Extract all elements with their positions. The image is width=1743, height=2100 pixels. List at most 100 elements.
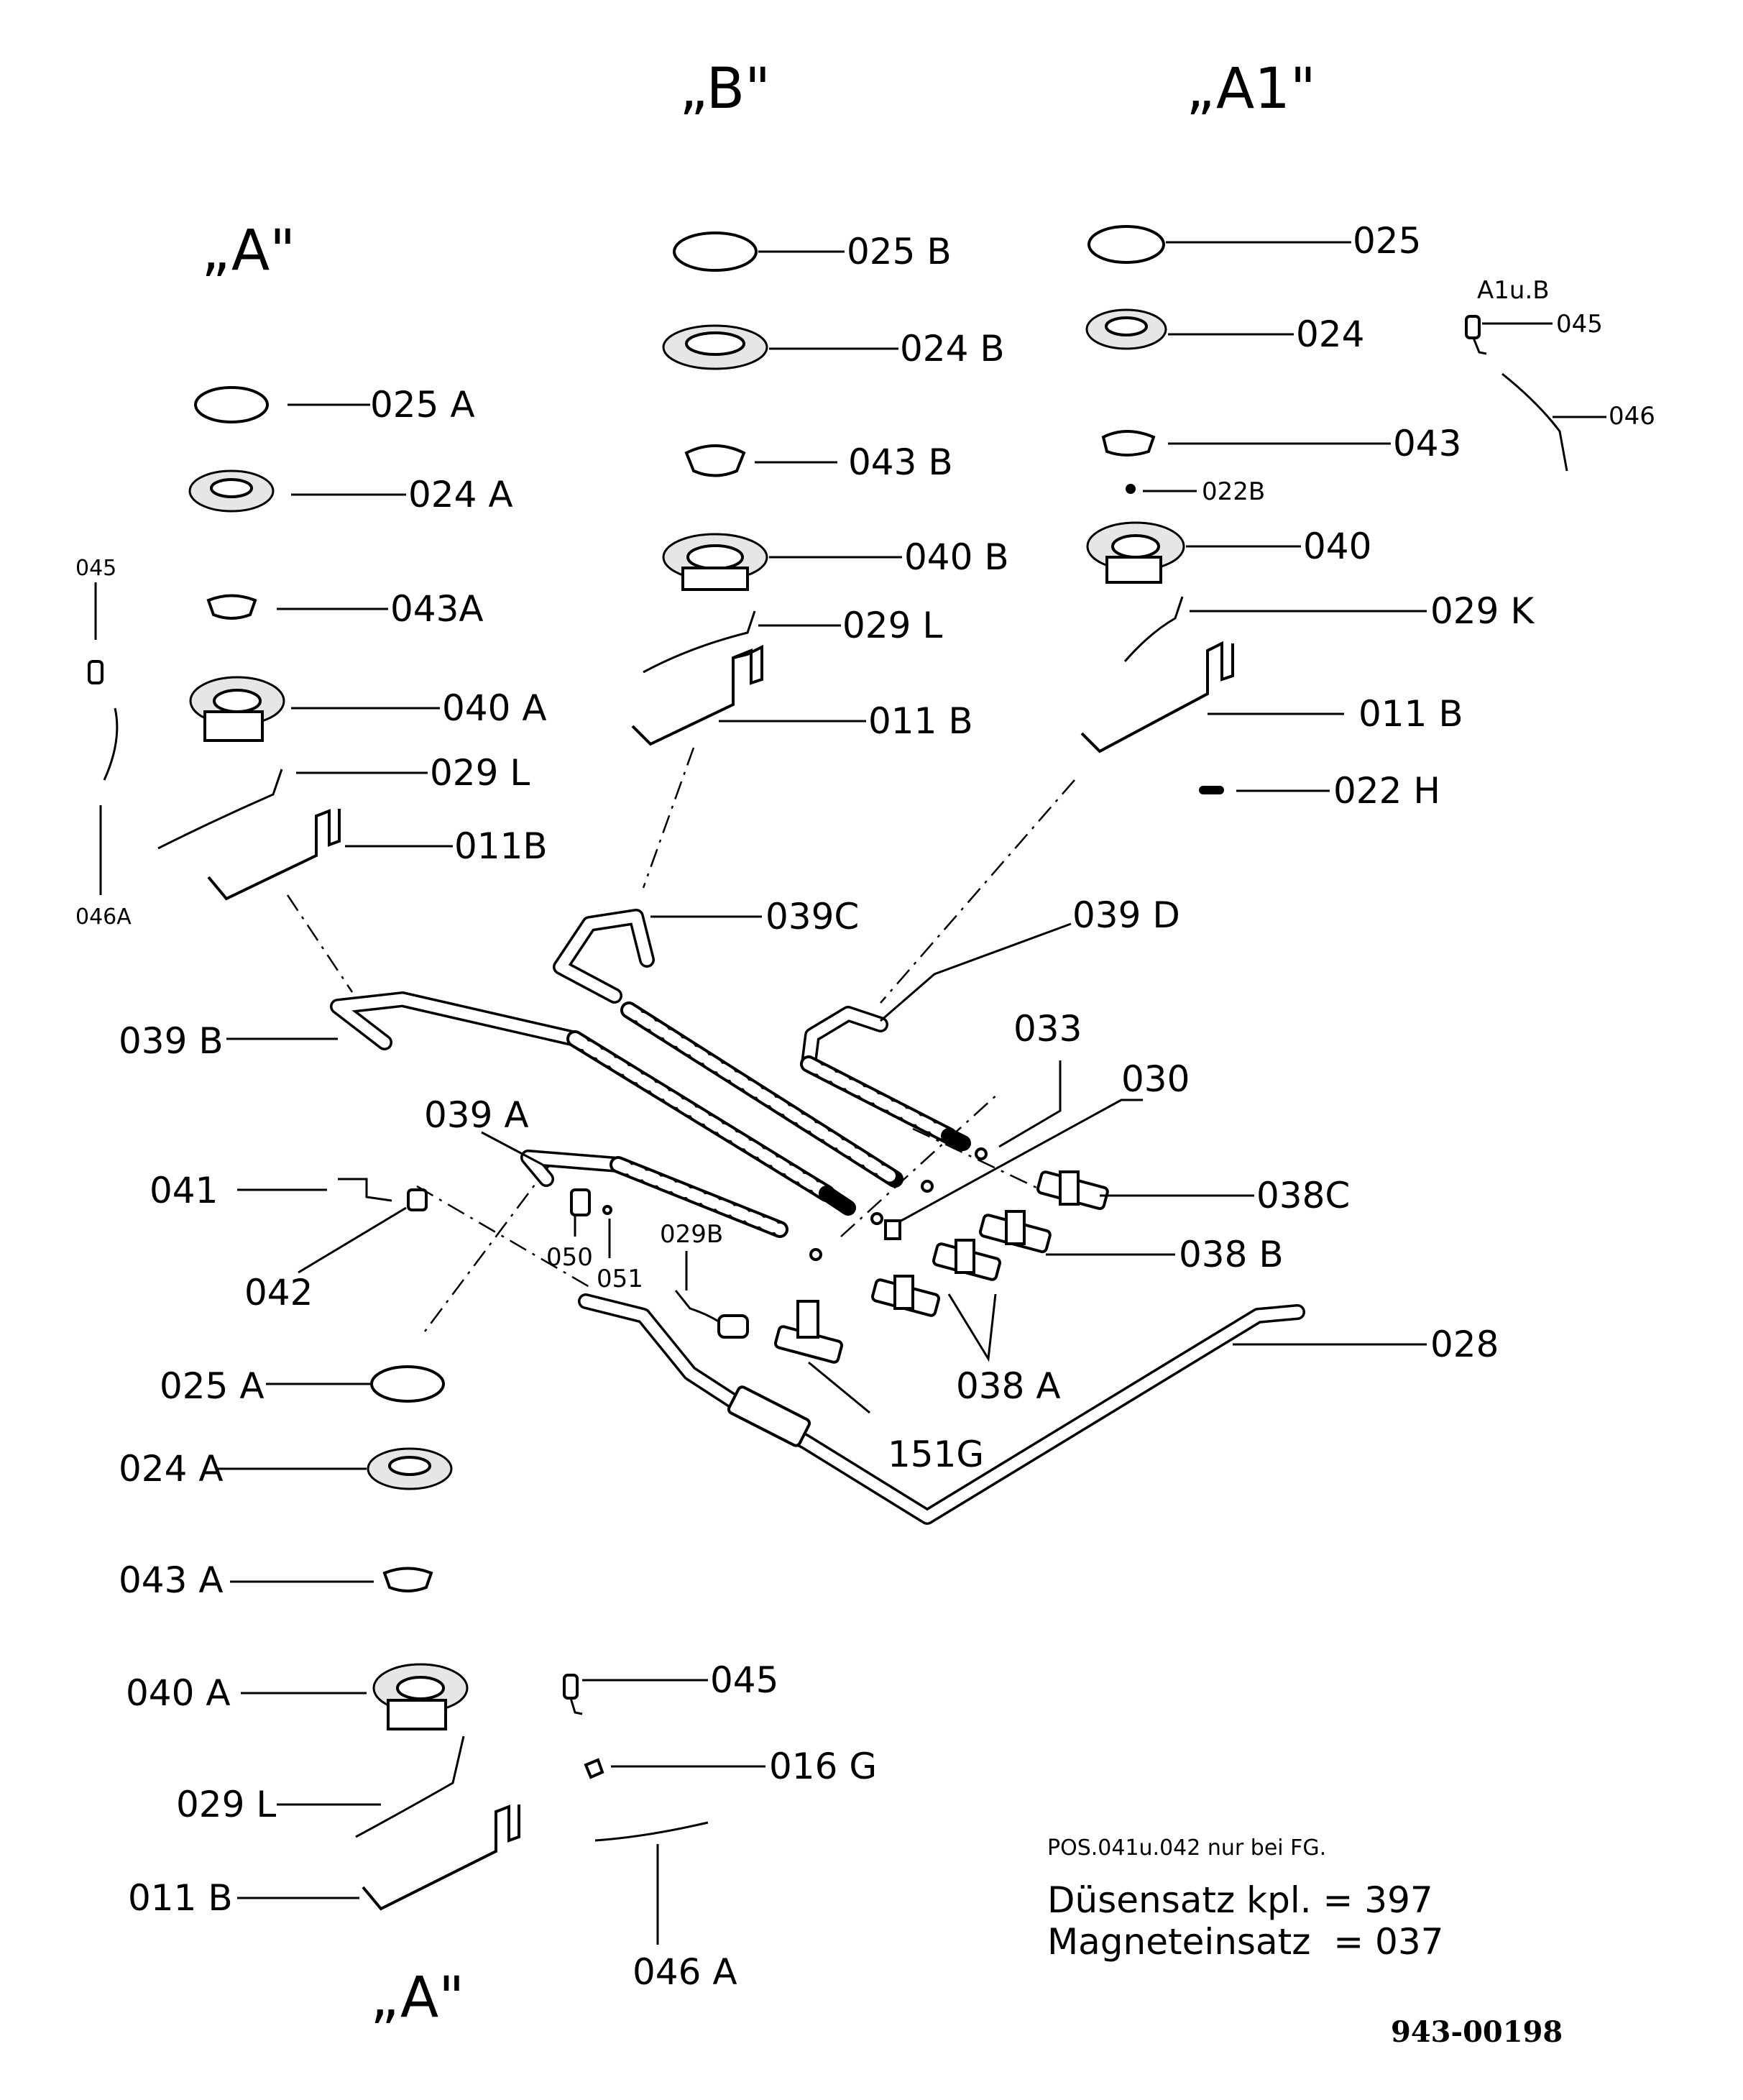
alignment-lines [286,747,1075,1338]
ignition-cable-046a-left [103,707,119,781]
main-gas-rail [338,1178,1305,1525]
nozzle-050 [570,1188,591,1216]
spark-plug-045-bottom [563,1674,579,1700]
label-039c: 039C [765,896,859,937]
label-022h: 022 H [1333,770,1440,812]
label-024a-bottom: 024 A [119,1448,224,1490]
thermocouple-029l-b [643,610,756,674]
spark-plug-045-left [88,660,104,684]
note-pos: POS.041u.042 nur bei FG. [1047,1835,1326,1861]
label-029l-top: 029 L [430,752,530,794]
label-151g: 151G [888,1434,984,1475]
label-043a-top: 043A [390,588,484,630]
label-046a-left: 046A [75,904,132,930]
label-038b: 038 B [1179,1234,1284,1275]
note-nozzle-set: Düsensatz kpl. = 397 [1047,1879,1433,1921]
center-labels: 039 B 039C 039 D 033 030 039 A 041 042 0… [119,894,1499,1475]
label-024b: 024 B [900,328,1005,370]
label-040a-top: 040 A [442,687,547,729]
label-029l-b: 029 L [842,605,942,646]
bracket-011b-b [631,644,763,746]
washer-051 [602,1205,612,1215]
bracket-011b-a1 [1080,641,1234,753]
gas-pipes [330,909,971,1238]
bracket-011b-bottom [362,1805,520,1911]
label-039a: 039 A [424,1094,529,1136]
document-id: 943-00198 [1391,2015,1563,2049]
thermocouple-029l-bottom [355,1736,465,1838]
label-038c: 038C [1256,1175,1350,1216]
flame-spreader-043b [684,444,746,477]
heading-group-a-top: „A" [201,219,295,283]
clip-016g [584,1758,604,1779]
label-025a-bottom: 025 A [160,1365,265,1407]
seal-033-1 [975,1147,988,1160]
flame-spreader-043a-bottom [382,1567,433,1592]
label-046a-bottom: 046 A [633,1951,737,1993]
spark-plug-045-a1 [1465,315,1481,339]
screw-022h [1199,786,1224,794]
clip-030 [884,1219,901,1240]
flame-spreader-043 [1101,430,1156,457]
label-025b: 025 B [847,231,952,272]
label-045-a1: 045 [1556,310,1603,339]
label-011b-b: 011 B [868,700,973,742]
label-050: 050 [546,1243,593,1272]
heading-group-b: „B" [679,57,771,121]
label-039b: 039 B [119,1020,224,1062]
label-043: 043 [1393,423,1461,464]
screw-022b [1126,484,1136,494]
burner-cap-025a-bottom [370,1365,445,1403]
thermocouple-029l-top [157,769,283,850]
heading-group-a1: „A1" [1186,57,1316,121]
gas-rail-block [727,1385,811,1447]
label-011b-top: 011B [454,825,548,867]
label-024: 024 [1296,313,1364,355]
heading-group-a-bottom: „A" [370,1966,464,2030]
label-043a-bottom: 043 A [119,1559,224,1601]
note-magnet-insert: Magneteinsatz = 037 [1047,1921,1443,1963]
bracket-011b-top [207,809,341,901]
label-040a-bottom: 040 A [126,1672,231,1714]
notes-block: POS.041u.042 nur bei FG. Düsensatz kpl. … [1047,1835,1563,2049]
ignition-cable-046a-bottom [594,1821,709,1842]
ignition-cable-046 [1501,372,1568,472]
thermocouple-029k [1123,596,1184,662]
label-033: 033 [1013,1008,1082,1050]
label-030: 030 [1121,1058,1190,1100]
nut-042 [407,1188,428,1211]
label-024a-top: 024 A [408,474,513,515]
group-a-top-parts: 025 A 024 A 043A 040 A 029 L 011B 045 04… [75,384,548,930]
gas-valves [773,1147,1109,1364]
flame-spreader-043a-top [206,594,257,620]
label-028: 028 [1430,1324,1499,1365]
label-039d: 039 D [1072,894,1180,936]
burner-cap-025 [1087,225,1165,264]
group-a1-parts: 025 024 043 022B 040 029 K 011 B 022 H 0… [1080,220,1655,812]
label-029b: 029B [660,1220,723,1249]
label-025a-top: 025 A [370,384,475,426]
label-045-bottom: 045 [710,1659,778,1701]
label-051: 051 [597,1265,643,1293]
label-011b-bottom: 011 B [128,1877,233,1919]
label-043b: 043 B [848,441,953,483]
bypass-tube-041 [338,1178,392,1202]
burner-cap-025a-top [194,386,269,423]
label-025: 025 [1353,220,1421,262]
burner-cap-025b [673,231,758,272]
group-a-bottom-parts: 025 A 024 A 043 A 040 A 029 L 011 B 045 … [119,1365,877,1993]
label-042: 042 [244,1272,313,1313]
label-041: 041 [150,1170,218,1211]
label-040b: 040 B [904,536,1009,578]
label-029l-bottom: 029 L [176,1784,276,1825]
label-029k: 029 K [1430,590,1535,632]
group-b-parts: 025 B 024 B 043 B 040 B 029 L 011 B [631,231,1009,746]
label-011b-a1: 011 B [1358,693,1463,735]
label-022b: 022B [1202,477,1265,506]
label-046: 046 [1609,402,1655,431]
heading-a1-and-b: A1u.B [1477,276,1550,305]
label-038a: 038 A [956,1365,1061,1407]
label-016g: 016 G [769,1746,877,1787]
label-045-left: 045 [75,556,116,581]
